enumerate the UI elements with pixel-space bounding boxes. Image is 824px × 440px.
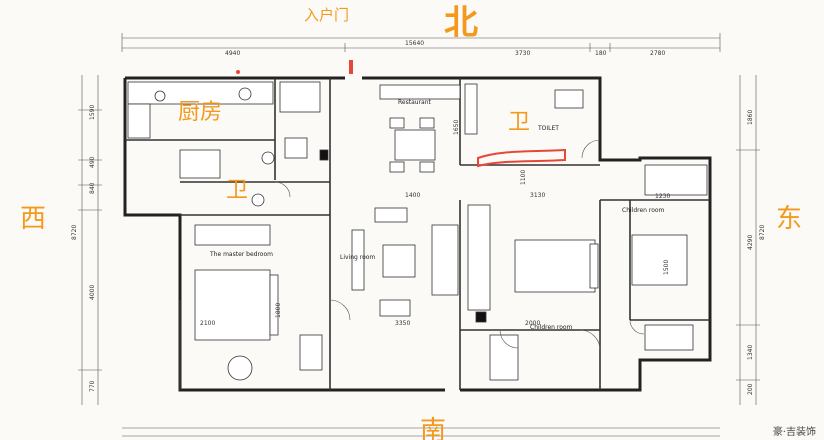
- room-toilet: TOILET: [538, 125, 559, 132]
- label-bath-2: 卫: [508, 110, 531, 135]
- room-children-2: Children room: [622, 207, 665, 214]
- label-kitchen: 厨房: [178, 100, 223, 125]
- dim-left-840: 840: [89, 182, 96, 194]
- child-bed-1: [489, 239, 599, 381]
- kitchen-dot: [236, 70, 240, 74]
- room-living: Living room: [340, 254, 376, 261]
- label-bath-1: 卫: [226, 178, 249, 203]
- dim-1800: 1800: [275, 303, 282, 318]
- dim-right-total: 8720: [759, 225, 766, 240]
- dim-1500: 1500: [663, 260, 670, 275]
- dim-right-1340: 1340: [747, 345, 754, 360]
- dining-table: [379, 84, 461, 173]
- dim-top-2780: 2780: [650, 50, 665, 57]
- dim-top-4940: 4940: [225, 50, 240, 57]
- dim-left-770: 770: [89, 380, 96, 392]
- dimension-lines: [78, 33, 760, 437]
- dim-2100: 2100: [200, 320, 215, 327]
- child-bed-2: [631, 164, 708, 351]
- dim-total-top: 15640: [405, 40, 424, 47]
- dim-right-4290: 4290: [747, 235, 754, 250]
- label-north: 北: [444, 3, 478, 43]
- dim-left-1590: 1590: [89, 105, 96, 120]
- kitchen-furniture: [127, 81, 321, 179]
- dim-1650: 1650: [453, 120, 460, 135]
- living-furniture: [319, 149, 491, 323]
- label-east: 东: [776, 204, 803, 234]
- dim-left-4000: 4000: [89, 285, 96, 300]
- entrance-marker: [349, 60, 353, 74]
- label-entrance: 入户门: [304, 6, 350, 24]
- dim-1100: 1100: [520, 170, 527, 185]
- dim-3350: 3350: [395, 320, 410, 327]
- doors: [274, 139, 645, 351]
- dim-3130: 3130: [530, 192, 545, 199]
- bath-highlight: [477, 148, 566, 168]
- room-master: The master bedroom: [210, 251, 273, 258]
- label-west: 西: [20, 204, 47, 234]
- master-bed: [194, 224, 323, 381]
- room-restaurant: Restaurant: [398, 99, 431, 106]
- dim-1230: 1230: [655, 193, 670, 200]
- label-south: 南: [420, 416, 447, 440]
- bathroom-fixtures: [251, 83, 584, 207]
- dim-1400: 1400: [405, 192, 420, 199]
- dim-right-1860: 1860: [747, 110, 754, 125]
- dim-left-total: 8720: [71, 225, 78, 240]
- dim-left-490: 490: [89, 156, 96, 168]
- dim-right-200: 200: [747, 383, 754, 395]
- dim-2000: 2000: [525, 320, 540, 327]
- watermark: 豪·吉装饰: [772, 427, 816, 438]
- dim-top-3730: 3730: [515, 50, 530, 57]
- room-children-1: Children room: [530, 324, 573, 331]
- dim-top-180: 180: [595, 50, 607, 57]
